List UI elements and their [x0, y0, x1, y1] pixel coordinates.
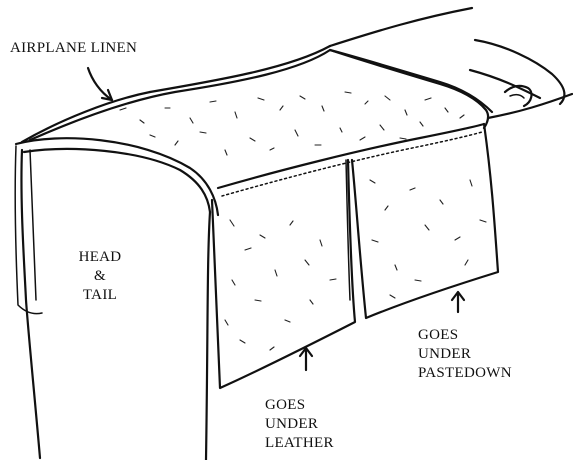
linen-top-outline: [30, 50, 488, 140]
pastedown-line-2: UNDER: [418, 345, 512, 364]
back-board-top: [475, 40, 564, 104]
arrow-leather: [300, 348, 312, 370]
label-head: HEAD: [75, 248, 125, 267]
label-ampersand: &: [75, 267, 125, 286]
label-head-tail: HEAD & TAIL: [75, 248, 125, 305]
label-goes-under-leather: GOES UNDER LEATHER: [265, 396, 334, 453]
book-spine-inner-edge: [24, 149, 210, 212]
front-flap-edge: [15, 146, 42, 314]
book-front-board: [21, 150, 40, 458]
leather-line-1: GOES: [265, 396, 334, 415]
right-flap-outline: [352, 124, 498, 318]
spine-rear-top: [330, 8, 472, 46]
spine-top-back: [150, 46, 330, 92]
front-flap-edge-2: [30, 150, 36, 300]
fold-line: [218, 124, 484, 188]
label-tail: TAIL: [75, 286, 125, 305]
leather-line-2: UNDER: [265, 415, 334, 434]
label-airplane-linen: AIRPLANE LINEN: [10, 39, 137, 58]
pastedown-line-3: PASTEDOWN: [418, 364, 512, 383]
spine-back-end: [505, 86, 531, 106]
left-flap-outline: [212, 160, 355, 388]
arrow-airplane-linen: [88, 68, 112, 100]
label-goes-under-pastedown: GOES UNDER PASTEDOWN: [418, 326, 512, 383]
book-back-edge: [206, 212, 210, 460]
pastedown-line-1: GOES: [418, 326, 512, 345]
spine-rear-lower: [470, 70, 540, 98]
arrow-pastedown: [452, 292, 464, 312]
spine-back-end-2: [510, 95, 524, 98]
linen-texture: [120, 92, 486, 350]
linen-right-top: [330, 50, 492, 112]
leather-line-3: LEATHER: [265, 434, 334, 453]
